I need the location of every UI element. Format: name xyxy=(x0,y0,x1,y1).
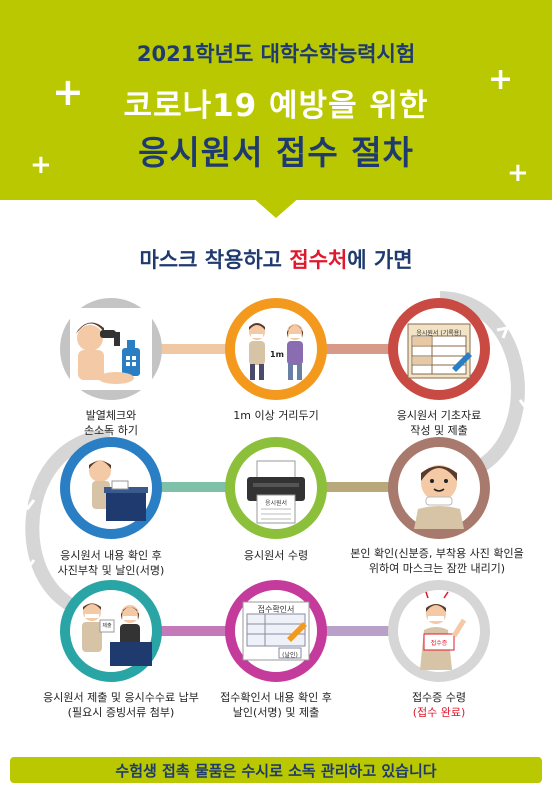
footer-banner xyxy=(10,757,542,783)
step-8-label: 접수확인서 내용 확인 후 날인(서명) 및 제출 xyxy=(196,690,356,720)
step-7-circle: 제출 xyxy=(60,580,162,682)
connector-5-4 xyxy=(325,482,391,492)
step-5-line1: 응시원서 수령 xyxy=(243,549,309,562)
step-9-label: 접수증 수령 (접수 완료) xyxy=(388,690,490,720)
step-8-line2: 날인(서명) 및 제출 xyxy=(232,706,320,719)
step-8-circle: 접수확인서 (날인) xyxy=(225,580,327,682)
plus-icon: + xyxy=(507,158,529,188)
step-4-line1: 본인 확인(신분증, 부착용 사진 확인을 xyxy=(350,547,524,560)
plus-icon: + xyxy=(52,70,84,114)
step-4-label: 본인 확인(신분증, 부착용 사진 확인을 위하여 마스크는 잠깐 내리기) xyxy=(332,546,542,576)
form-header-text: 응시원서 (기록용) xyxy=(416,330,462,337)
step-6-line2: 사진부착 및 날인(서명) xyxy=(57,564,165,577)
plus-icon: + xyxy=(488,62,514,97)
distance-text: 1m xyxy=(270,350,284,359)
connector-6-5 xyxy=(160,482,226,492)
step-5-label: 응시원서 수령 xyxy=(216,548,336,563)
step-6-circle xyxy=(60,437,162,539)
application-form-icon xyxy=(407,323,472,379)
step-1-line2: 손소독 하기 xyxy=(83,424,139,437)
connector-2-3 xyxy=(325,344,391,354)
tag-text: 제출 xyxy=(102,623,112,629)
step-4-line2: 위하여 마스크는 잠깐 내리기) xyxy=(368,562,506,575)
form-small-text: 응시원서 xyxy=(264,500,288,507)
footer-text: 수험생 접촉 물품은 수시로 소독 관리하고 있습니다 xyxy=(115,762,437,780)
loop-arrow-icon xyxy=(20,559,36,571)
step-2-circle: 1m xyxy=(225,298,327,400)
step-9-circle: 접수증 xyxy=(388,580,490,682)
connector-8-9 xyxy=(325,626,391,636)
step-7-label: 응시원서 제출 및 응시수수료 납부 (필요시 증빙서류 첨부) xyxy=(16,690,226,720)
step-3-label: 응시원서 기초자료 작성 및 제출 xyxy=(374,408,504,438)
person-at-desk-icon xyxy=(89,460,148,521)
step-7-line1: 응시원서 제출 및 응시수수료 납부 xyxy=(43,691,199,704)
loop-arrow-icon xyxy=(20,499,36,511)
step-7-line2: (필요시 증빙서류 첨부) xyxy=(67,706,175,719)
person-holding-card-icon xyxy=(420,591,467,670)
section-title: 마스크 착용하고 접수처에 가면 xyxy=(0,244,552,274)
receipt-header-text: 접수확인서 xyxy=(257,605,295,614)
printer-icon xyxy=(247,460,305,524)
step-3-circle: 응시원서 (기록용) xyxy=(388,298,490,400)
distancing-people-icon xyxy=(249,323,303,380)
loop-arrow-icon xyxy=(496,325,510,339)
step-1-label: 발열체크와 손소독 하기 xyxy=(61,408,161,438)
card-text: 접수증 xyxy=(430,640,448,647)
header-banner xyxy=(0,0,552,200)
step-9-line1: 접수증 수령 xyxy=(411,691,467,704)
connector-1-2 xyxy=(160,344,226,354)
person-mask-down-icon xyxy=(414,465,464,529)
step-5-circle: 응시원서 xyxy=(225,437,327,539)
header-notch xyxy=(251,196,301,218)
connector-7-8 xyxy=(160,626,226,636)
step-2-label: 1m 이상 거리두기 xyxy=(216,408,336,423)
header-title-line2: 응시원서 접수 절차 xyxy=(138,133,414,172)
step-1-line1: 발열체크와 xyxy=(85,409,137,422)
step-2-line1: 1m 이상 거리두기 xyxy=(233,409,319,422)
step-6-line1: 응시원서 내용 확인 후 xyxy=(60,549,162,562)
step-4-circle xyxy=(388,437,490,539)
loop-arrow-icon xyxy=(518,399,534,411)
section-title-highlight: 접수처 xyxy=(289,248,348,272)
thermometer-icon xyxy=(70,308,152,390)
receipt-confirmation-icon xyxy=(242,601,310,661)
step-3-line2: 작성 및 제출 xyxy=(410,424,468,437)
stamp-text: (날인) xyxy=(282,652,298,659)
plus-icon: + xyxy=(30,150,52,180)
section-title-suffix: 에 가면 xyxy=(347,248,413,272)
step-6-label: 응시원서 내용 확인 후 사진부착 및 날인(서명) xyxy=(46,548,176,578)
step-8-line1: 접수확인서 내용 확인 후 xyxy=(220,691,332,704)
step-1-circle xyxy=(60,298,162,400)
step-3-line1: 응시원서 기초자료 xyxy=(396,409,482,422)
submission-counter-icon xyxy=(82,603,152,666)
step-9-line2: (접수 완료) xyxy=(412,706,466,719)
section-title-prefix: 마스크 착용하고 xyxy=(139,248,290,272)
header-subtitle: 2021학년도 대학수학능력시험 xyxy=(136,42,416,66)
header-title-line1: 코로나19 예방을 위한 xyxy=(123,88,429,124)
